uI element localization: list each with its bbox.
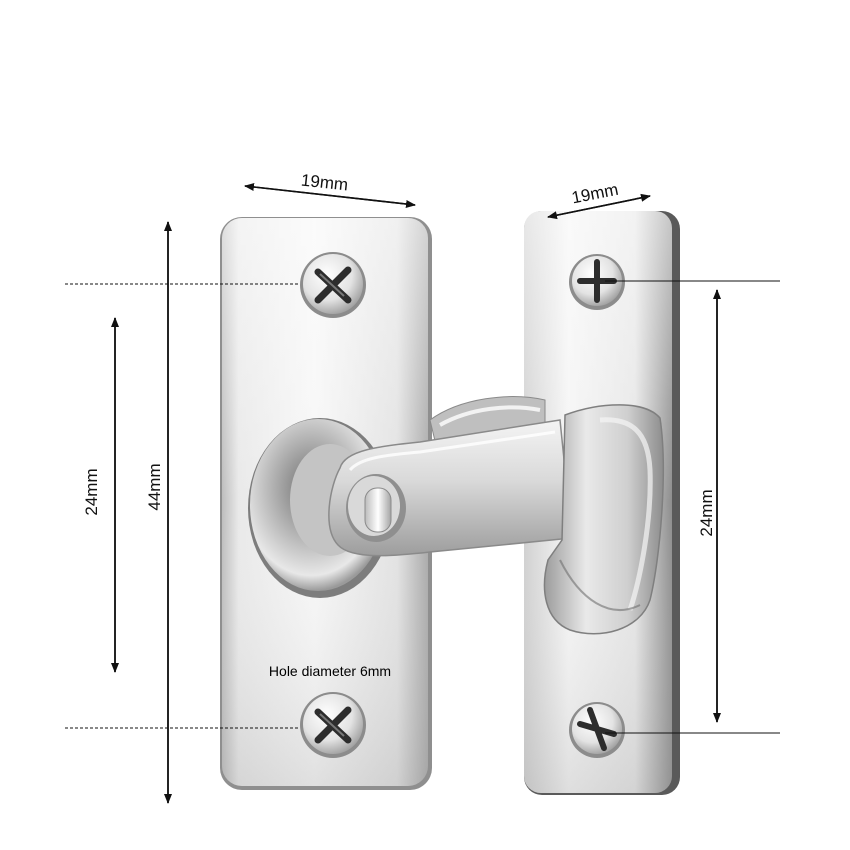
left-width-label: 19mm — [300, 171, 349, 195]
left-hole-spacing-label: 24mm — [82, 468, 101, 515]
right-hole-spacing-label: 24mm — [697, 489, 716, 536]
height-label: 44mm — [145, 463, 164, 510]
screw-icon — [300, 692, 366, 758]
screw-icon — [300, 252, 366, 318]
screw-icon — [569, 254, 625, 310]
pivot-pin — [346, 474, 406, 542]
left-plate — [220, 217, 432, 790]
dimension-lines — [65, 183, 780, 804]
hole-diameter-note: Hole diameter 6mm — [269, 663, 391, 679]
screw-icon — [569, 702, 625, 758]
latch-catch — [543, 404, 665, 635]
